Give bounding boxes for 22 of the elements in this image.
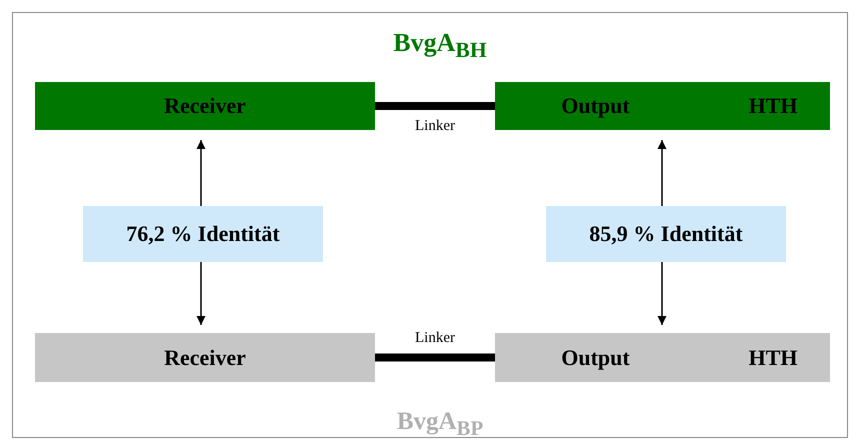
domain-label: 76,2 % Identität	[126, 221, 280, 247]
identity-box	[546, 206, 786, 262]
domain-label: Output	[561, 93, 630, 119]
arrow	[196, 262, 206, 325]
protein-heading: BvgA$_{BH}$	[393, 28, 487, 64]
arrow	[658, 262, 666, 325]
domain-label: 85,9 % Identität	[589, 221, 743, 247]
domain-label: HTH	[748, 344, 798, 370]
domain-label: Receiver	[164, 344, 246, 370]
protein-heading: BvgA$_{BP}$	[396, 408, 484, 441]
domain-box	[495, 333, 830, 382]
domain-box	[35, 82, 375, 130]
domain-label: Output	[561, 344, 630, 370]
arrow	[658, 140, 666, 206]
domain-label: HTH	[748, 93, 798, 119]
linker-bar	[375, 354, 495, 362]
identity-box	[83, 206, 323, 262]
domain-label: Receiver	[164, 93, 246, 119]
linker-bar	[375, 102, 495, 110]
arrow	[196, 140, 206, 206]
domain-box	[495, 82, 830, 130]
domain-box	[35, 333, 375, 382]
